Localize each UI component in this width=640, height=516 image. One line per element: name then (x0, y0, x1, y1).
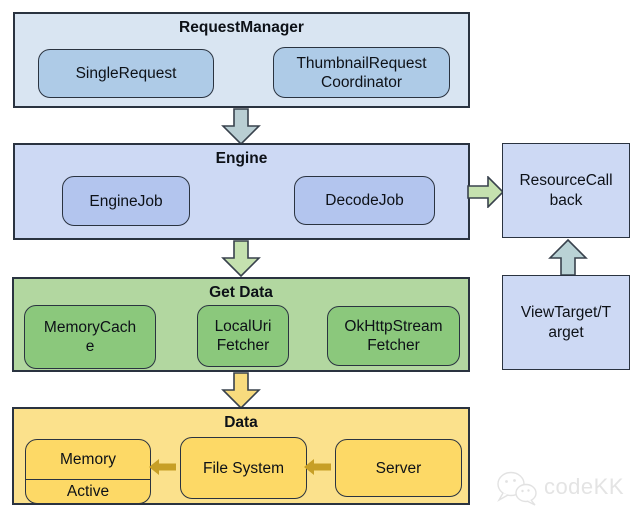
layer-get-data-title: Get Data (209, 284, 273, 301)
arrow-left-filesystem-to-memory-icon (149, 459, 176, 475)
watermark: codeKK (495, 468, 624, 506)
arrow-up-viewtarget-to-resourcecallback-icon (548, 239, 588, 276)
node-memory-cache: MemoryCach e (24, 305, 156, 369)
node-file-system-label: File System (203, 459, 284, 477)
node-local-uri-fetcher-line1: LocalUri (214, 318, 272, 335)
node-thumbnail-request-coordinator: ThumbnailRequest Coordinator (273, 47, 450, 98)
layer-get-data: Get Data MemoryCach e LocalUri Fetcher O… (12, 277, 470, 372)
node-single-request-label: SingleRequest (75, 65, 177, 82)
node-memory-cache-line1: MemoryCach (43, 319, 137, 336)
layer-engine-title: Engine (215, 150, 268, 167)
node-server-label: Server (375, 459, 422, 477)
arrow-down-engine-to-getdata-icon (221, 240, 261, 277)
node-engine-job-label: EngineJob (89, 192, 163, 210)
watermark-text: codeKK (543, 474, 624, 499)
layer-request-manager: RequestManager SingleRequest ThumbnailRe… (13, 12, 470, 108)
node-memory-active: Memory Active (25, 439, 151, 504)
arrow-left-server-to-filesystem-icon (304, 459, 331, 475)
node-okhttp-stream-fetcher-line1: OkHttpStream (344, 318, 443, 335)
layer-data-title: Data (224, 414, 258, 431)
arrow-right-engine-to-resourcecallback-icon (467, 176, 505, 208)
node-decode-job: DecodeJob (294, 176, 435, 225)
box-resource-callback: ResourceCall back (502, 143, 630, 238)
node-local-uri-fetcher: LocalUri Fetcher (197, 305, 289, 367)
node-single-request: SingleRequest (38, 49, 214, 98)
node-decode-job-label: DecodeJob (325, 192, 404, 209)
node-server: Server (335, 439, 462, 497)
box-resource-callback-line1: ResourceCall (519, 171, 613, 189)
arrow-down-requestmanager-to-engine-icon (221, 108, 261, 145)
node-active-label: Active (26, 479, 150, 503)
box-view-target-line1: ViewTarget/T (520, 303, 612, 321)
node-okhttp-stream-fetcher: OkHttpStream Fetcher (327, 306, 460, 366)
layer-data: Data Memory Active File System Server (12, 407, 470, 505)
node-file-system: File System (180, 437, 307, 499)
node-memory-cache-line2: e (85, 338, 95, 355)
node-memory-label: Memory (60, 451, 116, 468)
node-okhttp-stream-fetcher-line2: Fetcher (367, 337, 420, 354)
arrow-down-getdata-to-data-icon (221, 372, 261, 409)
node-engine-job: EngineJob (62, 176, 190, 226)
node-thumbnail-request-coordinator-line1: ThumbnailRequest (296, 54, 427, 72)
node-local-uri-fetcher-line2: Fetcher (216, 337, 270, 354)
box-view-target: ViewTarget/T arget (502, 275, 630, 370)
box-resource-callback-line2: back (549, 191, 583, 209)
layer-engine: Engine EngineJob DecodeJob (13, 143, 470, 240)
box-view-target-line2: arget (548, 323, 584, 341)
wechat-icon (497, 471, 537, 506)
layer-request-manager-title: RequestManager (179, 19, 304, 36)
node-thumbnail-request-coordinator-line2: Coordinator (321, 73, 402, 91)
